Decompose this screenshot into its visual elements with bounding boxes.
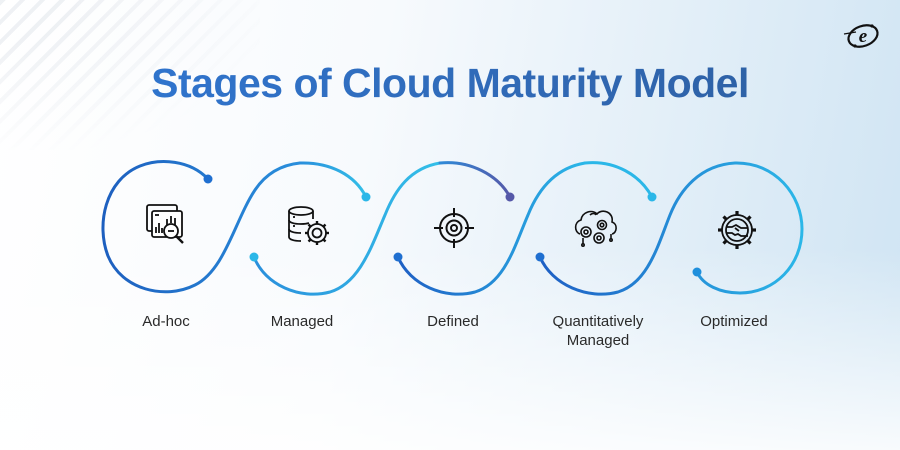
stage-3-arc	[438, 161, 512, 199]
stage-label-managed: Managed	[270, 313, 334, 330]
e-logo-icon: e	[843, 24, 879, 48]
stage-2-arc	[298, 161, 368, 199]
stage-label-optimized: Optimized	[700, 313, 768, 330]
target-icon	[434, 208, 474, 248]
stage-1-end-dot	[203, 174, 213, 184]
cloud-gears-icon	[574, 210, 617, 247]
stage-1-arc	[101, 160, 302, 294]
database-gear-icon	[288, 206, 329, 245]
stage-label-line1: Quantitatively	[552, 313, 644, 330]
stage-3-end-dot	[505, 192, 515, 202]
analytics-search-icon	[146, 204, 184, 244]
stage-3-bottom-arc	[396, 161, 587, 296]
stage-2-end-dot	[361, 192, 371, 202]
stage-5-start-dot	[692, 267, 702, 277]
stage-label-line2: Managed	[566, 332, 630, 349]
stage-4-arc	[583, 161, 654, 199]
stage-label-ad-hoc: Ad-hoc	[142, 313, 190, 330]
stage-4-bottom-arc	[538, 161, 804, 296]
page-title: Stages of Cloud Maturity Model	[0, 60, 900, 107]
stage-label-defined: Defined	[427, 313, 479, 330]
stage-2-bottom-arc	[252, 161, 442, 296]
stage-4-end-dot	[647, 192, 657, 202]
handshake-gear-icon	[718, 211, 756, 249]
svg-text:e: e	[859, 26, 868, 47]
stage-2-start-dot	[249, 252, 259, 262]
stage-3-start-dot	[393, 252, 403, 262]
stage-4-start-dot	[535, 252, 545, 262]
stage-label-quantitatively-managed: Quantitatively Managed	[528, 312, 668, 350]
